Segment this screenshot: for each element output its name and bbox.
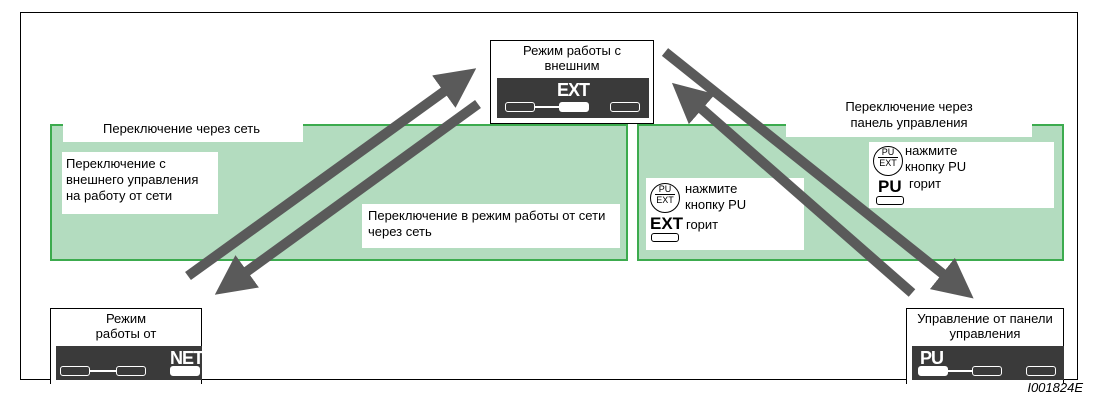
arrow-pu-to-ext bbox=[671, 82, 916, 297]
led-ext bbox=[116, 366, 146, 376]
arrow-ext-to-net bbox=[214, 99, 481, 295]
figure-id: I001824E bbox=[1027, 380, 1083, 395]
ext-display-text: EXT bbox=[557, 80, 590, 100]
to-pu-instruction: нажмите кнопку PU bbox=[905, 143, 967, 174]
led-ext bbox=[972, 366, 1002, 376]
panel-switch-header: Переключение через панель управления bbox=[786, 95, 1032, 137]
arrow-net-to-ext bbox=[185, 68, 477, 281]
arrow-ext-to-pu bbox=[661, 48, 974, 299]
to-ext-status: горит bbox=[686, 217, 719, 232]
led-ext bbox=[559, 102, 589, 112]
led-pu bbox=[918, 366, 948, 376]
led-pu bbox=[505, 102, 535, 112]
pu-display-text: PU bbox=[920, 348, 944, 368]
net-to-ext-note: Переключение в режим работы от сети чере… bbox=[362, 204, 620, 248]
ext-to-net-note: Переключение с внешнего управления на ра… bbox=[62, 152, 218, 214]
pu-indicator-led bbox=[876, 196, 904, 205]
net-display-text: NET bbox=[170, 348, 204, 368]
network-mode-display: NET bbox=[56, 346, 204, 380]
led-pu bbox=[60, 366, 90, 376]
to-ext-instruction: нажмите кнопку PU bbox=[685, 181, 747, 212]
led-net bbox=[610, 102, 640, 112]
external-mode-display: EXT bbox=[497, 78, 649, 118]
network-switch-header: Переключение через сеть bbox=[63, 118, 303, 142]
diagram-frame bbox=[20, 12, 1078, 380]
led-net bbox=[170, 366, 200, 376]
ext-indicator-led bbox=[651, 233, 679, 242]
pu-mode-display: PU bbox=[912, 346, 1064, 380]
pu-indicator-label: PU bbox=[878, 177, 902, 196]
to-pu-status: горит bbox=[909, 176, 942, 191]
ext-indicator-label: EXT bbox=[650, 214, 684, 233]
led-net bbox=[1026, 366, 1056, 376]
